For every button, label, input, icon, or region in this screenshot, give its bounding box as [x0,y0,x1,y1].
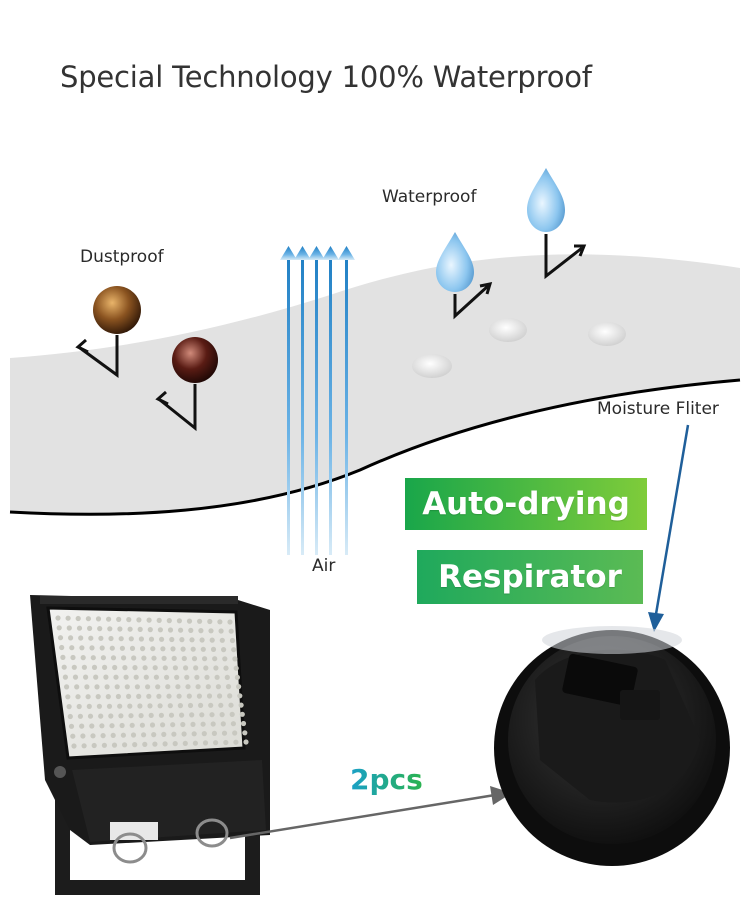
auto-drying-badge: Auto-drying [405,478,647,530]
waterproof-label: Waterproof [382,187,477,207]
dust-particle-1 [75,286,141,378]
respirator-badge: Respirator [417,550,643,604]
dustproof-label: Dustproof [80,247,164,267]
water-drop-1 [436,232,493,320]
membrane-band [9,254,741,516]
floodlight-image [30,595,270,895]
dust-particle-2 [155,337,218,432]
led-grid [55,615,249,749]
water-drop-2 [527,168,587,280]
air-label: Air [312,556,336,576]
moisture-pointer [648,424,690,632]
page-title: Special Technology 100% Waterproof [60,60,592,94]
quantity-callout: 2pcs [350,763,423,796]
respirator-closeup [494,626,730,866]
water-beads [412,318,626,378]
air-arrows [280,246,355,555]
moisture-filter-label: Moisture Fliter [597,399,719,419]
callout-arrow [229,786,512,840]
